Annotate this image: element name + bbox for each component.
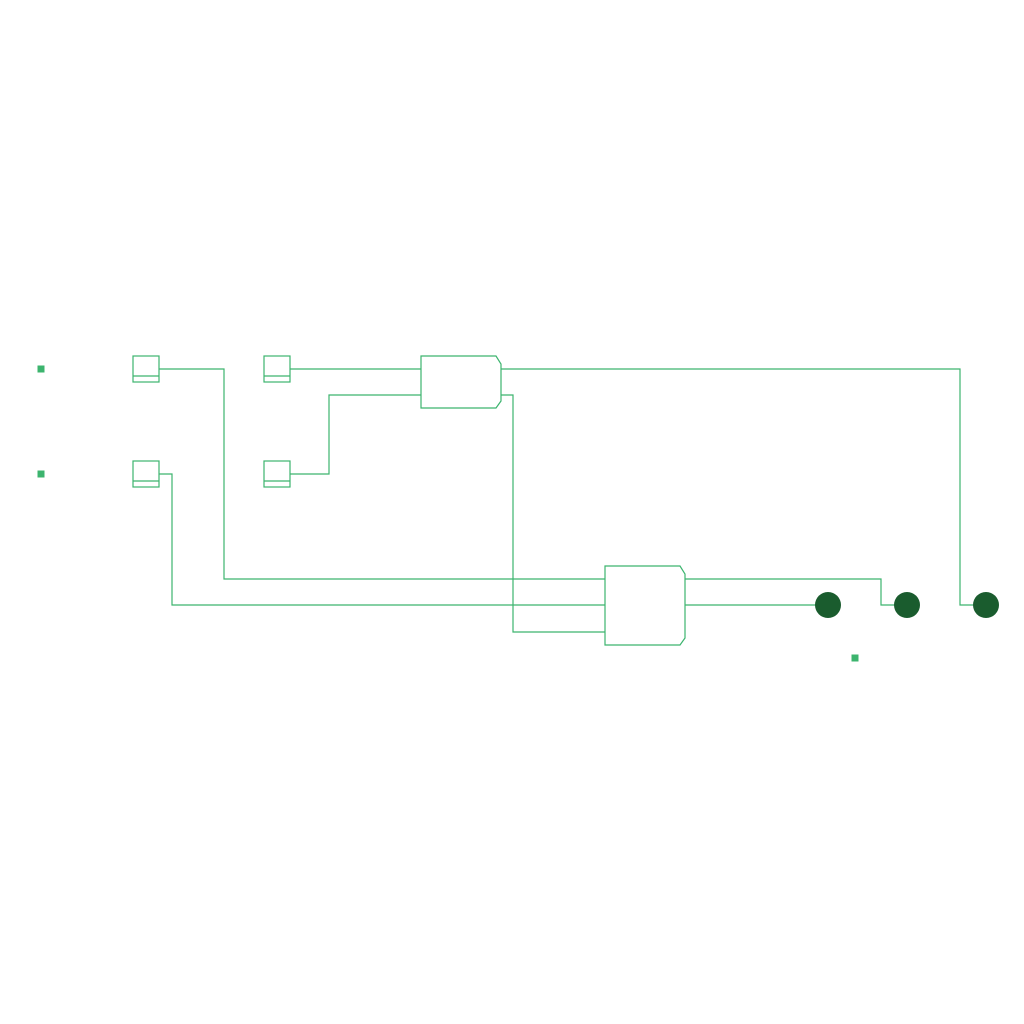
logic-block-upper[interactable] bbox=[420, 355, 502, 409]
port-marker-2 bbox=[37, 470, 45, 478]
output-terminal-1[interactable] bbox=[815, 592, 841, 618]
logic-blocks-group bbox=[420, 355, 686, 646]
wire-b2-to-upper-block bbox=[290, 394, 421, 475]
wire-lower-block-to-terminal-2 bbox=[685, 578, 907, 606]
wire-b1-to-lower-block bbox=[159, 473, 605, 606]
port-marker-1 bbox=[37, 365, 45, 373]
logic-block-lower[interactable] bbox=[604, 565, 686, 646]
chip-a1[interactable] bbox=[132, 355, 160, 383]
wire-a1-to-lower-block bbox=[159, 368, 605, 580]
chip-b2[interactable] bbox=[263, 460, 291, 488]
wire-upper-block-to-terminal-3 bbox=[501, 368, 985, 606]
output-terminals-group bbox=[815, 592, 999, 618]
chip-b1[interactable] bbox=[132, 460, 160, 488]
wires-group bbox=[159, 368, 985, 633]
output-terminal-2[interactable] bbox=[894, 592, 920, 618]
port-markers-group bbox=[37, 365, 859, 662]
port-marker-3 bbox=[851, 654, 859, 662]
wire-upper-block-to-lower-block bbox=[501, 394, 605, 633]
chip-a2[interactable] bbox=[263, 355, 291, 383]
input-chips-group bbox=[132, 355, 291, 488]
output-terminal-3[interactable] bbox=[973, 592, 999, 618]
